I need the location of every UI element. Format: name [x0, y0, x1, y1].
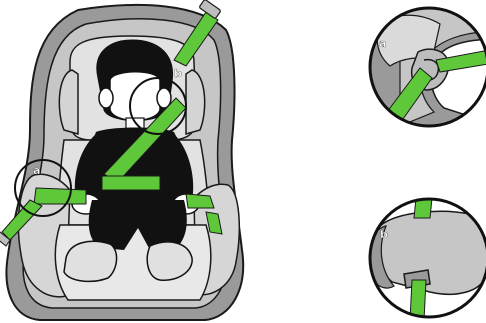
detail-a: a	[370, 8, 486, 126]
detail-b-label: b	[380, 228, 388, 241]
detail-a-label: a	[379, 37, 386, 50]
callout-b-label: b	[174, 67, 182, 80]
child-shoe-left	[64, 241, 117, 281]
child-ear-left	[99, 88, 113, 108]
callout-a-label: a	[33, 164, 40, 177]
detail-b-headrest-wing	[376, 211, 486, 294]
detail-b: b	[368, 198, 486, 320]
